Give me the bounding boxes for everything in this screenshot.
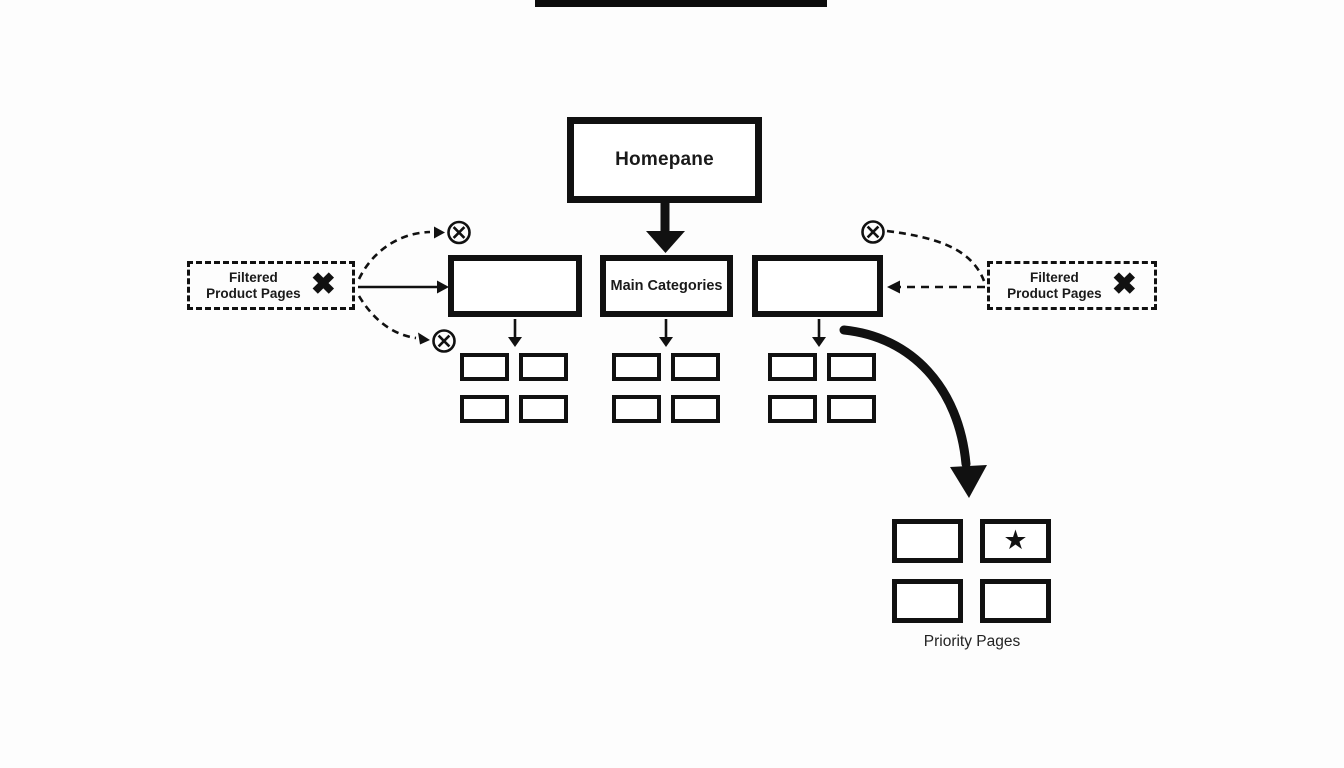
subpage-box xyxy=(768,353,817,381)
filtered-right-line1: Filtered xyxy=(1030,269,1079,285)
main-categories-label: Main Categories xyxy=(610,278,723,294)
priority-pages-label: Priority Pages xyxy=(923,633,1021,650)
filtered-right-label: Filtered Product Pages xyxy=(1007,270,1102,302)
category-right-node xyxy=(752,255,883,317)
subpage-box xyxy=(827,353,876,381)
filtered-left-label: Filtered Product Pages xyxy=(206,270,301,302)
subpage-box xyxy=(827,395,876,423)
category-right-down-arrowhead xyxy=(812,337,826,347)
subpage-grid-right xyxy=(768,353,876,423)
subpage-box xyxy=(671,353,720,381)
subpage-box xyxy=(519,395,568,423)
subpage-box xyxy=(519,353,568,381)
category-left-node xyxy=(448,255,582,317)
noindex-circled-x-icon xyxy=(861,220,885,244)
priority-box xyxy=(892,519,963,563)
category-right-to-priority-arrowhead xyxy=(950,465,987,498)
filtered-left-noindex-curve-top xyxy=(357,230,431,280)
filtered-left-noindex-curve-bottom xyxy=(357,295,417,340)
subpage-box xyxy=(460,353,509,381)
priority-box xyxy=(980,579,1051,623)
category-main-node: Main Categories xyxy=(600,255,733,317)
filtered-left-noindex-arrowhead-bottom xyxy=(418,332,430,345)
category-main-down-arrowhead xyxy=(659,337,673,347)
filtered-right-noindex-curve xyxy=(886,229,986,282)
subpage-grid-left xyxy=(460,353,568,423)
noindex-circled-x-icon xyxy=(447,220,471,245)
priority-pages-grid: ★ xyxy=(892,519,1051,623)
homepage-label: Homepane xyxy=(615,149,714,170)
filtered-left-line1: Filtered xyxy=(229,269,278,285)
priority-box xyxy=(892,579,963,623)
subpage-box xyxy=(460,395,509,423)
subpage-box xyxy=(768,395,817,423)
homepage-node: Homepane xyxy=(567,117,762,203)
filtered-left-noindex-arrowhead-top xyxy=(434,226,445,239)
subpage-box xyxy=(612,353,661,381)
subpage-grid-main xyxy=(612,353,720,423)
filtered-product-pages-left-node: Filtered Product Pages ✖ xyxy=(187,261,355,310)
filtered-left-line2: Product Pages xyxy=(206,285,301,301)
star-icon: ★ xyxy=(1003,524,1028,555)
top-edge-cropped-bar xyxy=(535,0,827,7)
filtered-product-pages-right-node: Filtered Product Pages ✖ xyxy=(987,261,1157,310)
block-x-icon: ✖ xyxy=(1111,267,1137,301)
priority-box-starred: ★ xyxy=(980,519,1051,563)
subpage-box xyxy=(612,395,661,423)
homepage-to-categories-arrowhead xyxy=(646,231,685,253)
filtered-right-line2: Product Pages xyxy=(1007,285,1102,301)
filtered-right-to-category-arrowhead xyxy=(887,280,900,294)
category-left-down-arrowhead xyxy=(508,337,522,347)
subpage-box xyxy=(671,395,720,423)
block-x-icon: ✖ xyxy=(310,267,336,301)
noindex-circled-x-icon xyxy=(432,329,456,353)
